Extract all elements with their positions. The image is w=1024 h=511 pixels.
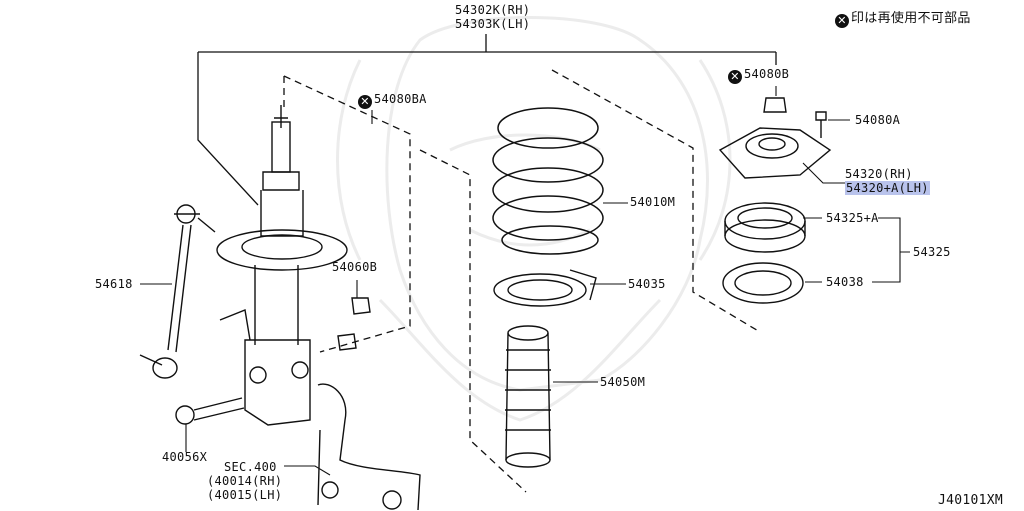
label-spring: 54010M — [630, 195, 676, 209]
legend-text: 印は再使用不可部品 — [851, 11, 971, 26]
x-circle-icon: ✕ — [358, 95, 372, 109]
label-nut-link: 54060B — [332, 260, 378, 274]
leader-lines — [140, 86, 910, 476]
mount-bolt — [815, 111, 827, 138]
spring-seat — [493, 269, 597, 307]
bound-bumper — [505, 325, 551, 468]
watermark-logo — [336, 16, 732, 422]
strut-mount — [718, 127, 832, 179]
nut-54060B — [337, 297, 371, 351]
label-bound-bumper: 54050M — [600, 375, 646, 389]
label-assembly-lh: 54303K(LH) — [455, 17, 531, 31]
label-seat: 54038 — [826, 275, 864, 289]
x-circle-icon: ✕ — [728, 70, 742, 84]
label-bearing: 54325+A — [826, 211, 879, 225]
label-knuckle-lh: (40015(LH) — [207, 488, 283, 502]
steering-knuckle — [317, 383, 421, 511]
label-mount-rh: 54320(RH) — [845, 167, 913, 181]
label-mount-lh-highlight: 54320+A(LH) — [845, 181, 930, 195]
label-sec: SEC.400 — [224, 460, 277, 474]
knuckle-bolt — [175, 397, 245, 425]
label-stabilizer-link: 54618 — [95, 277, 133, 291]
spring-dashed-outline — [419, 69, 761, 493]
x-circle-icon: ✕ — [835, 14, 849, 28]
label-nut-strut-text: 54080BA — [374, 92, 427, 106]
label-bearing-kit: 54325 — [913, 245, 951, 259]
bearing — [724, 202, 806, 253]
assembly-bracket — [197, 34, 777, 206]
label-nut-top-text: 54080B — [744, 67, 790, 81]
label-assembly-rh: 54302K(RH) — [455, 3, 531, 17]
legend: ✕印は再使用不可部品 — [835, 12, 971, 28]
strut-dashed-outline — [283, 75, 411, 353]
label-spring-seat: 54035 — [628, 277, 666, 291]
label-knuckle-rh: (40014(RH) — [207, 474, 283, 488]
diagram-code: J40101XM — [938, 493, 1004, 508]
stabilizer-link — [139, 204, 216, 379]
bearing-seat — [722, 262, 804, 304]
top-nut — [763, 97, 787, 113]
label-bolt-mount: 54080A — [855, 113, 901, 127]
label-nut-strut: ✕54080BA — [358, 93, 427, 109]
coil-spring — [492, 107, 604, 255]
label-mount-lh: 54320+A(LH) — [845, 181, 930, 195]
label-knuckle-bolt: 40056X — [162, 450, 208, 464]
strut-shock — [216, 105, 348, 426]
label-nut-top: ✕54080B — [728, 68, 789, 84]
